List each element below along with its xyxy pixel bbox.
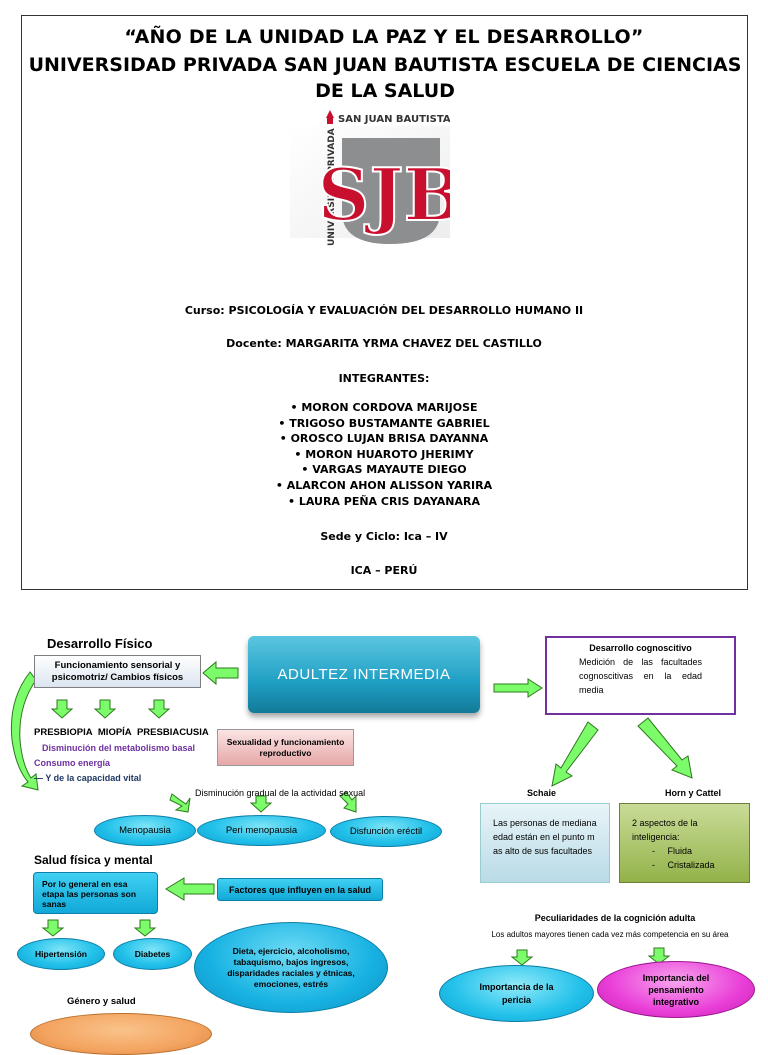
menopause-oval: Menopausia [94, 815, 196, 846]
member-item: TRIGOSO BUSTAMANTE GABRIEL [0, 416, 768, 432]
vital-label: Y de la capacidad vital [45, 773, 142, 783]
campus-line: Sede y Ciclo: Ica – IV [320, 530, 448, 543]
health-factors-box: Factores que influyen en la salud [217, 878, 383, 901]
horn-label: Horn y Cattel [665, 788, 722, 798]
horn-item-label: Fluida [667, 846, 693, 856]
teacher-line: Docente: MARGARITA YRMA CHAVEZ DEL CASTI… [226, 337, 542, 350]
hypertension-oval: Hipertensión [17, 938, 105, 970]
fisico-item: MIOPÍA [97, 727, 132, 738]
health-factors-list-oval: Dieta, ejercicio, alcoholismo, tabaquism… [194, 922, 388, 1013]
member-item: ALARCON AHON ALISSON YARIRA [0, 478, 768, 494]
svg-text:SAN JUAN BAUTISTA: SAN JUAN BAUTISTA [338, 114, 450, 125]
peculiar-title: Peculiaridades de la cognición adulta [534, 913, 696, 923]
schaie-box: Las personas de mediana edad están en el… [480, 803, 610, 883]
member-item: OROSCO LUJAN BRISA DAYANNA [0, 431, 768, 447]
cognitive-title: Desarrollo cognoscitivo [589, 643, 692, 653]
course-line: Curso: PSICOLOGÍA Y EVALUACIÓN DEL DESAR… [184, 304, 584, 317]
energy-text: Consumo energía [34, 758, 111, 768]
fisico-item: PRESBIACUSIA [136, 727, 209, 738]
gender-health-oval [30, 1013, 212, 1055]
fisico-title: Desarrollo Físico [47, 636, 153, 651]
member-item: LAURA PEÑA CRIS DAYANARA [0, 494, 768, 510]
horn-item-label: Cristalizada [667, 860, 715, 870]
member-item: MORON CORDOVA MARIJOSE [0, 400, 768, 416]
diabetes-oval: Diabetes [113, 938, 192, 970]
sexual-decline-text: Disminución gradual de la actividad sexu… [195, 788, 366, 798]
peculiar-text: Los adultos mayores tienen cada vez más … [491, 930, 729, 939]
horn-item: - Cristalizada [652, 860, 715, 870]
schaie-label: Schaie [527, 788, 557, 798]
fisico-item: PRESBIOPIA [34, 727, 93, 738]
center-node: ADULTEZ INTERMEDIA [248, 636, 480, 713]
expertise-oval: Importancia de la pericia [439, 965, 594, 1022]
metabolism-text: Disminución del metabolismo basal [42, 743, 196, 753]
healthy-box: Por lo general en esa etapa las personas… [33, 872, 158, 914]
members-heading: INTEGRANTES: [338, 372, 430, 385]
svg-text:SJB: SJB [318, 152, 450, 237]
cognitive-box: Desarrollo cognoscitivo Medición de las … [545, 636, 736, 715]
fisico-items: PRESBIOPIA MIOPÍA PRESBIACUSIA [34, 727, 209, 738]
map-arrows [10, 660, 693, 966]
svg-text:UNIVERSIDAD PRIVADA: UNIVERSIDAD PRIVADA [327, 128, 337, 246]
vital-text: — Y de la capacidad vital [34, 773, 142, 783]
sexuality-box: Sexualidad y funcionamiento reproductivo [217, 729, 354, 766]
integrative-thinking-oval: Importancia del pensamiento integrativo [597, 961, 755, 1018]
cover-university: UNIVERSIDAD PRIVADA SAN JUAN BAUTISTA ES… [28, 54, 742, 102]
member-item: VARGAS MAYAUTE DIEGO [0, 462, 768, 478]
horn-box: 2 aspectos de la inteligencia: - Fluida … [619, 803, 750, 883]
university-logo: SAN JUAN BAUTISTA UNIVERSIDAD PRIVADA SJ… [290, 108, 465, 248]
health-title: Salud física y mental [34, 853, 153, 867]
gender-health-title: Género y salud [67, 996, 136, 1007]
erectile-dysfunction-oval: Disfunción eréctil [330, 816, 442, 847]
fisico-box: Funcionamiento sensorial y psicomotriz/ … [34, 655, 201, 688]
cover-page-border [21, 15, 748, 590]
perimenopause-oval: Peri menopausia [197, 815, 326, 846]
cover-motto: “AÑO DE LA UNIDAD LA PAZ Y EL DESARROLLO… [124, 26, 644, 48]
horn-text: 2 aspectos de la inteligencia: [632, 818, 698, 842]
member-item: MORON HUAROTO JHERIMY [0, 447, 768, 463]
cognitive-text: Medición de las facultades cognoscitivas… [579, 657, 702, 695]
location-line: ICA – PERÚ [350, 564, 418, 577]
members-list: MORON CORDOVA MARIJOSE TRIGOSO BUSTAMANT… [0, 400, 768, 509]
horn-item: - Fluida [652, 846, 693, 856]
